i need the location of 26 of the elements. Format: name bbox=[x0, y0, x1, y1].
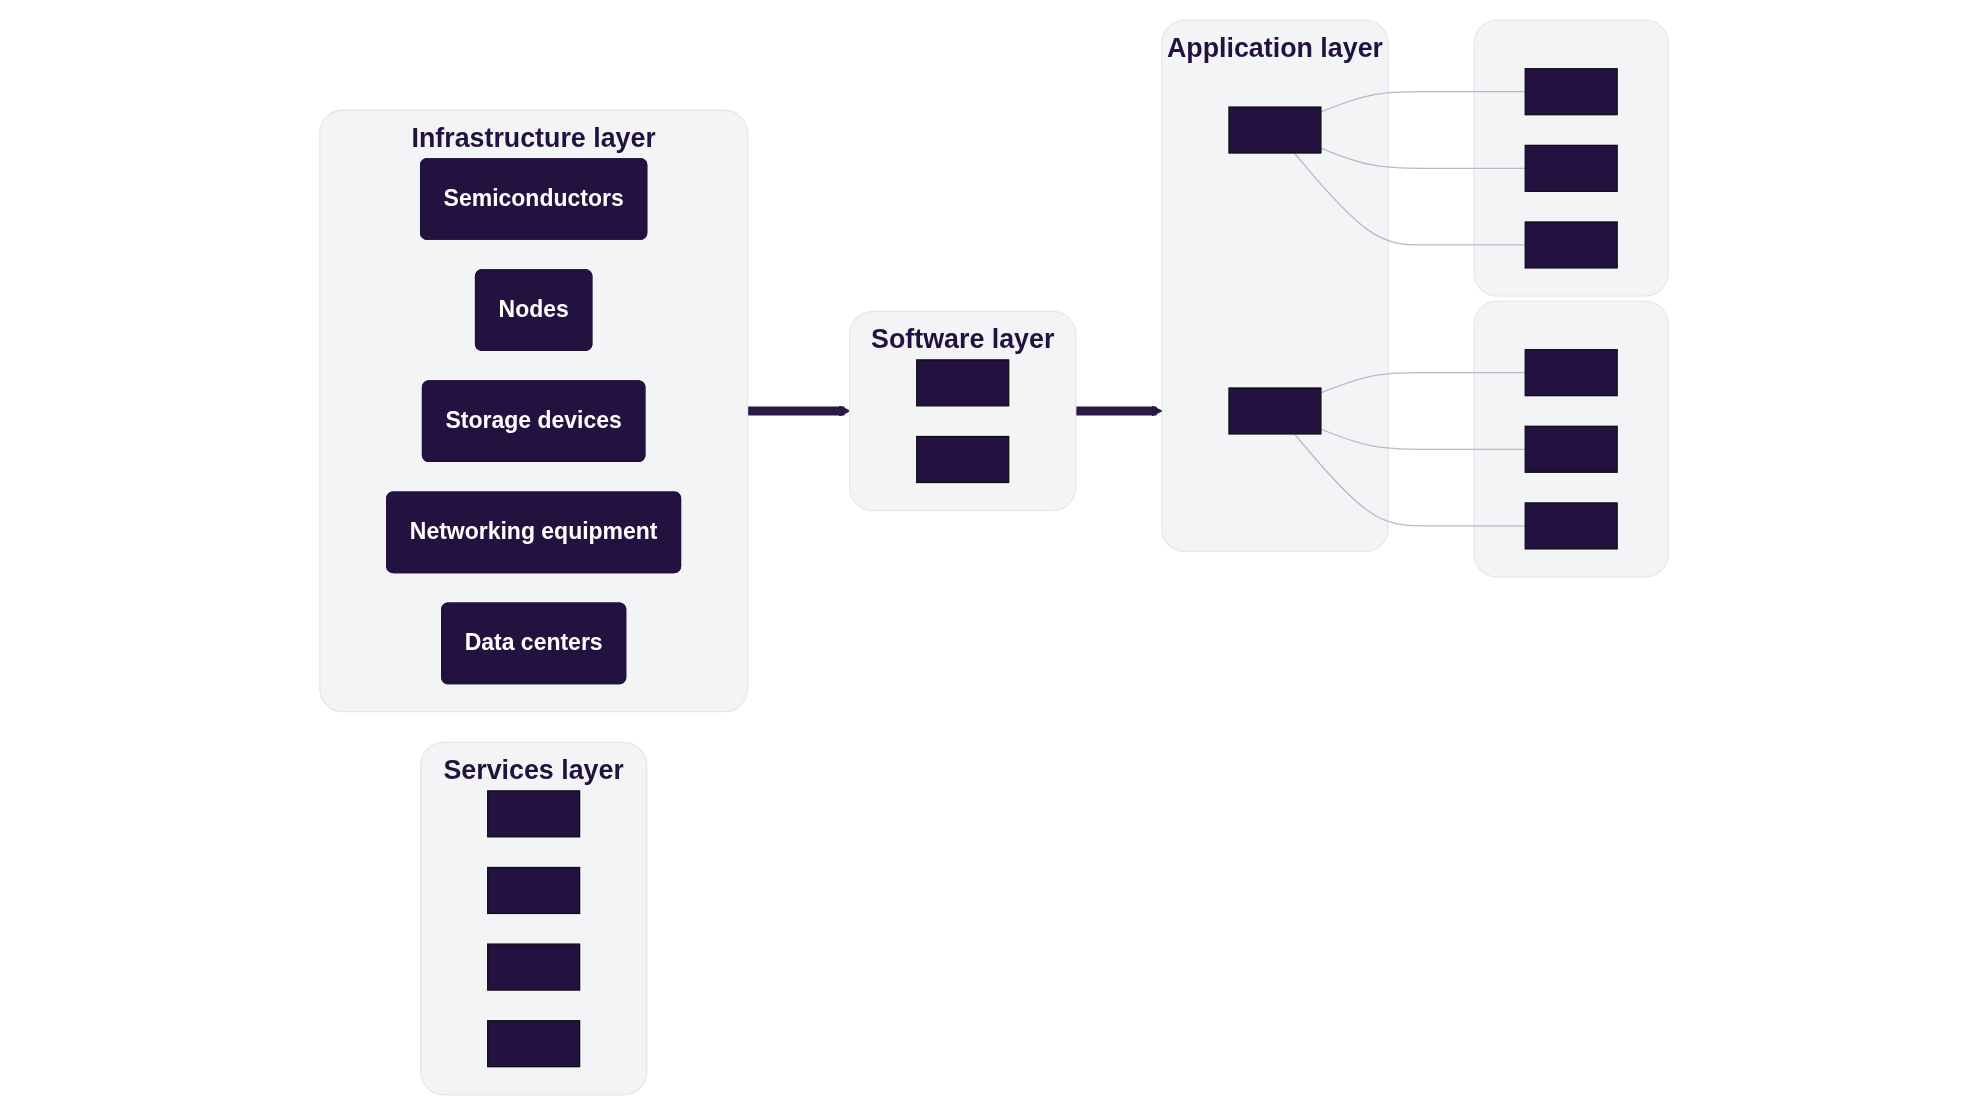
node-box bbox=[1524, 144, 1618, 192]
node-box bbox=[1524, 68, 1618, 116]
node-box bbox=[1228, 387, 1322, 435]
node-box bbox=[1228, 106, 1322, 154]
connector bbox=[1293, 152, 1526, 246]
node-box bbox=[487, 866, 581, 915]
connector bbox=[1293, 433, 1526, 527]
node-box bbox=[1524, 349, 1618, 397]
node-box bbox=[1524, 221, 1618, 269]
node-box bbox=[487, 790, 581, 838]
connector bbox=[1320, 91, 1526, 113]
connector bbox=[1320, 428, 1526, 450]
node-box bbox=[916, 359, 1010, 407]
node-box bbox=[916, 435, 1010, 484]
arrow bbox=[1075, 405, 1163, 417]
node-box bbox=[1524, 425, 1618, 473]
cluster bbox=[1473, 300, 1669, 578]
cluster: Software layer bbox=[849, 310, 1077, 512]
node-box bbox=[1524, 502, 1618, 550]
node-box bbox=[487, 1020, 581, 1068]
cluster: Application layer bbox=[1161, 19, 1389, 553]
node-box bbox=[487, 943, 581, 991]
cluster: Services layer bbox=[420, 741, 648, 1096]
connector bbox=[1320, 147, 1526, 169]
connector bbox=[1320, 372, 1526, 394]
cluster bbox=[1473, 19, 1669, 297]
